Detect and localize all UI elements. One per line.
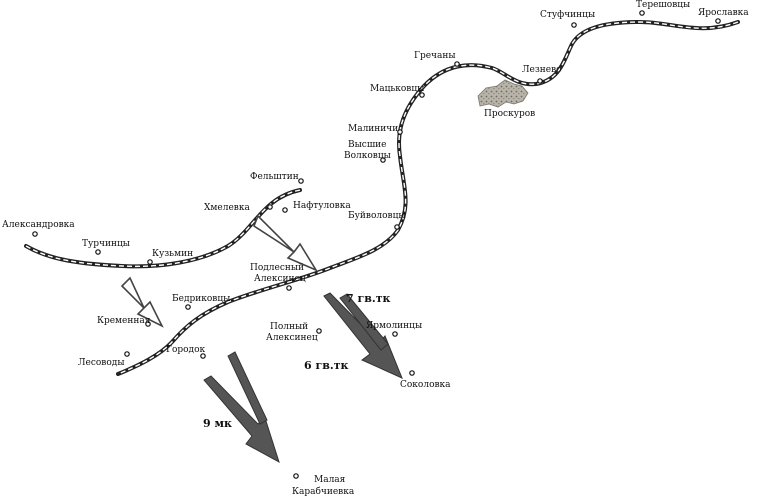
kremennaya-label: Кременная	[97, 316, 151, 326]
yaroslavka-marker	[715, 18, 721, 24]
arrow-kuzmin-to-gorodok	[120, 276, 164, 328]
naftulovka-label: Нафтуловка	[293, 201, 351, 211]
stufchintsy-label: Стуфчинцы	[540, 10, 595, 20]
podlesny-aleksinets-line-1: Подлесный	[250, 263, 304, 273]
aleksandrovka-marker	[32, 231, 38, 237]
naftulovka-marker	[282, 207, 288, 213]
vysshie-volkovtsy-label: Высшие Волковцы	[344, 140, 391, 161]
buivolovtsy-label: Буйволовцы	[348, 211, 406, 221]
unit-9-mk-label: 9 мк	[203, 417, 232, 430]
podlesny-aleksinets-marker	[286, 285, 292, 291]
lesovody-label: Лесоводы	[78, 358, 125, 368]
felshtin-marker	[298, 178, 304, 184]
leznevo-marker	[537, 78, 543, 84]
railway-west-branch	[24, 188, 302, 269]
matskovtsy-label: Мацьковцы	[370, 84, 424, 94]
turchintsy-label: Турчинцы	[82, 239, 130, 249]
sokolovka-marker	[409, 370, 415, 376]
malaya-karabchievka-label: Малая Карабчиевка	[292, 475, 355, 496]
polny-aleksinets-line-2: Алексинец	[266, 333, 318, 343]
gorodok-label: Городок	[166, 345, 206, 355]
malaya-karabchievka-line-2: Карабчиевка	[292, 486, 355, 496]
buivolovtsy-marker	[394, 224, 400, 230]
railway-main	[116, 20, 740, 376]
arrow-7-gv-tk	[323, 292, 403, 379]
grechany-marker	[454, 61, 460, 67]
stufchintsy-marker	[571, 22, 577, 28]
malinichi-marker	[397, 129, 403, 135]
sokolovka-label: Соколовка	[400, 380, 451, 390]
proskurov-label: Проскуров	[484, 109, 535, 119]
lesovody-marker	[124, 351, 130, 357]
polny-aleksinets-label: Полный Алексинец	[266, 322, 318, 343]
khmelevka-marker	[267, 204, 273, 210]
khmelevka-label: Хмелевка	[204, 203, 250, 213]
vysshie-volkovtsy-line-1: Высшие	[348, 140, 387, 150]
yaroslavka-label: Ярославка	[698, 8, 749, 18]
arrow-khmelevka-to-podlesny	[253, 214, 319, 272]
malaya-karabchievka-line-1: Малая	[314, 475, 346, 485]
tereshovtsy-marker	[639, 10, 645, 16]
yarmolintsy-label: Ярмолинцы	[366, 321, 422, 331]
turchintsy-marker	[95, 249, 101, 255]
matskovtsy-marker	[419, 92, 425, 98]
grechany-label: Гречаны	[414, 51, 456, 61]
malinichi-label: Малиничи	[348, 124, 398, 134]
aleksandrovka-label: Александровка	[2, 220, 75, 230]
tereshovtsy-label: Терешовцы	[636, 0, 690, 10]
arrow-9-mk	[203, 351, 280, 464]
proskurov-city-area	[477, 79, 529, 108]
yarmolintsy-marker	[392, 331, 398, 337]
podlesny-aleksinets-line-2: Алексинец	[254, 274, 306, 284]
vysshie-volkovtsy-marker	[380, 157, 386, 163]
gorodok-marker	[200, 353, 206, 359]
kuzmin-marker	[147, 259, 153, 265]
leznevo-label: Лезнево	[522, 65, 562, 75]
polny-aleksinets-marker	[316, 328, 322, 334]
felshtin-label: Фельштин	[250, 172, 299, 182]
bedrikovtsy-marker	[185, 304, 191, 310]
malaya-karabchievka-marker	[293, 473, 299, 479]
vysshie-volkovtsy-line-2: Волковцы	[344, 151, 391, 161]
unit-7-gv-tk-label: 7 гв.тк	[346, 292, 391, 305]
podlesny-aleksinets-label: Подлесный Алексинец	[250, 263, 307, 284]
polny-aleksinets-line-1: Полный	[270, 322, 308, 332]
kremennaya-marker	[145, 321, 151, 327]
bedrikovtsy-label: Бедриковцы	[172, 294, 230, 304]
kuzmin-label: Кузьмин	[152, 249, 193, 259]
unit-6-gv-tk-label: 6 гв.тк	[304, 359, 349, 372]
